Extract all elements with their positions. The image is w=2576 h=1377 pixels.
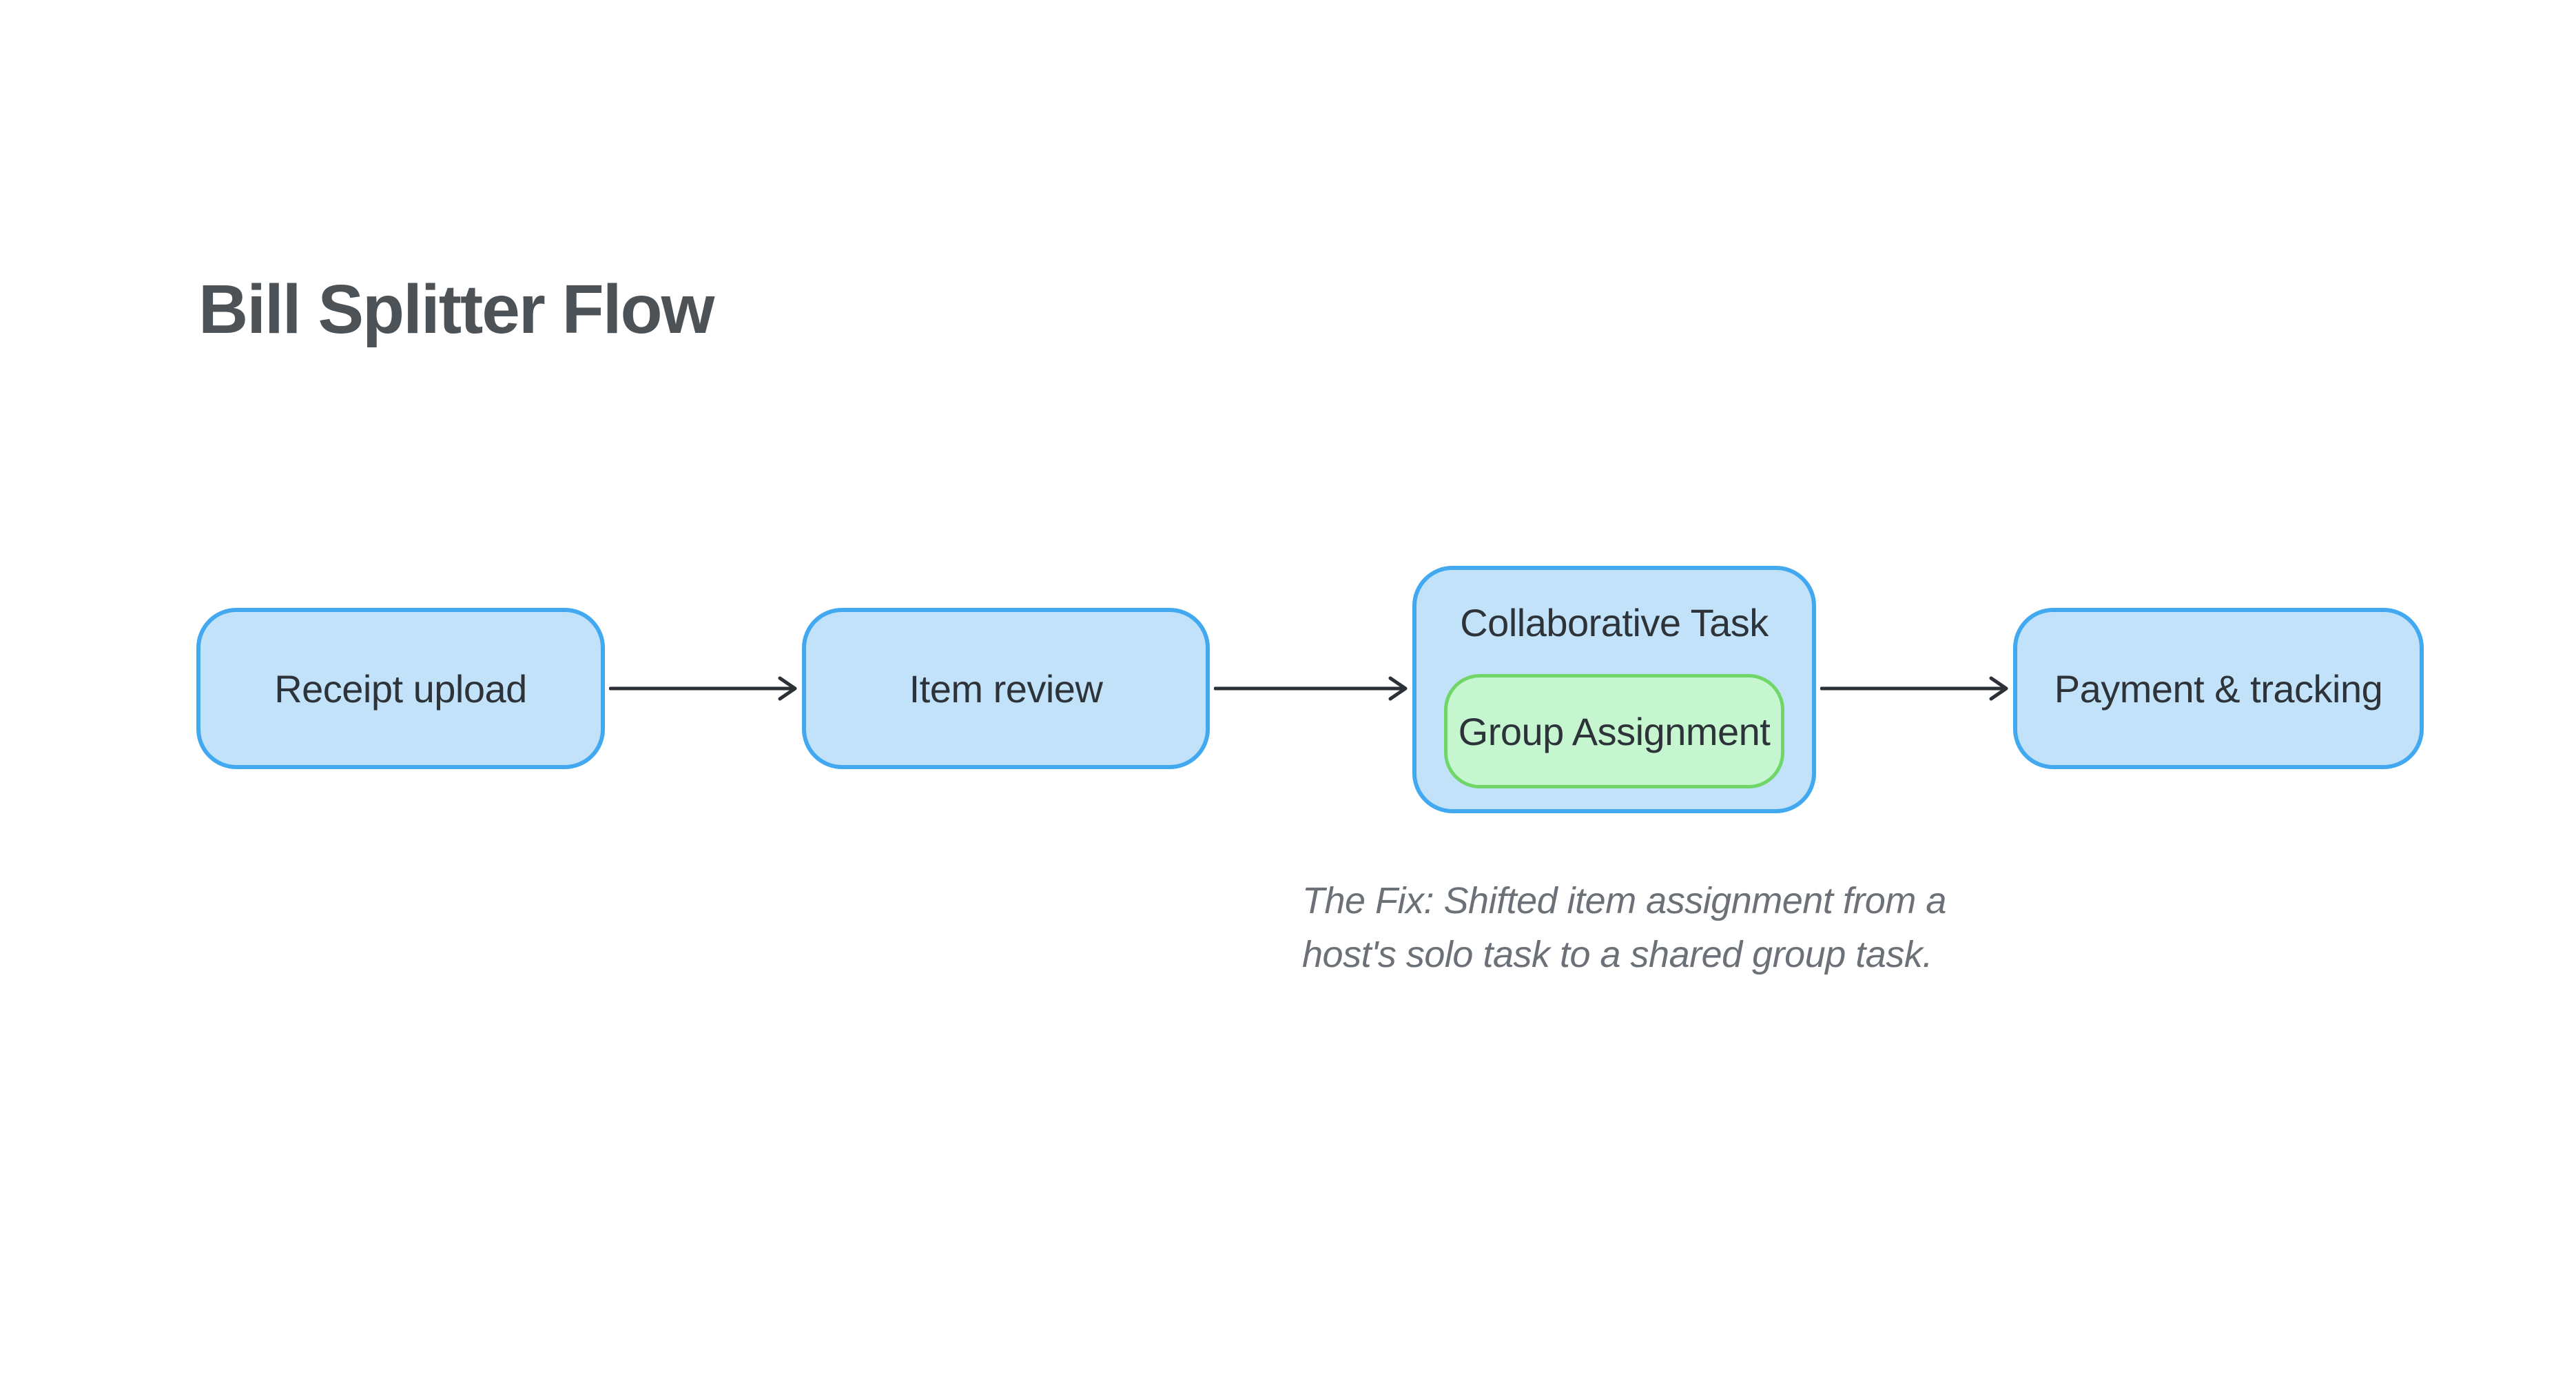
node-label-collaborative-task: Collaborative Task [1460, 601, 1769, 644]
page-title: Bill Splitter Flow [198, 271, 714, 348]
fix-caption-line-1: The Fix: Shifted item assignment from a [1302, 880, 1946, 921]
flow-arrow-1 [609, 668, 799, 709]
flow-node-group-assignment[interactable]: Group Assignment [1444, 674, 1784, 788]
flow-arrow-3 [1820, 668, 2010, 709]
flow-arrow-2 [1214, 668, 1410, 709]
flow-node-collaborative-task[interactable]: Collaborative Task Group Assignment [1412, 566, 1816, 813]
flow-node-item-review[interactable]: Item review [802, 608, 1210, 769]
flow-node-receipt-upload[interactable]: Receipt upload [196, 608, 605, 769]
fix-caption-line-2: host's solo task to a shared group task. [1302, 934, 1933, 975]
fix-caption: The Fix: Shifted item assignment from a … [1302, 874, 1946, 981]
node-label-group-assignment: Group Assignment [1458, 709, 1771, 753]
node-label-payment-tracking: Payment & tracking [2054, 666, 2383, 711]
node-label-receipt-upload: Receipt upload [274, 666, 527, 711]
flow-node-payment-tracking[interactable]: Payment & tracking [2013, 608, 2424, 769]
node-label-item-review: Item review [909, 666, 1103, 711]
